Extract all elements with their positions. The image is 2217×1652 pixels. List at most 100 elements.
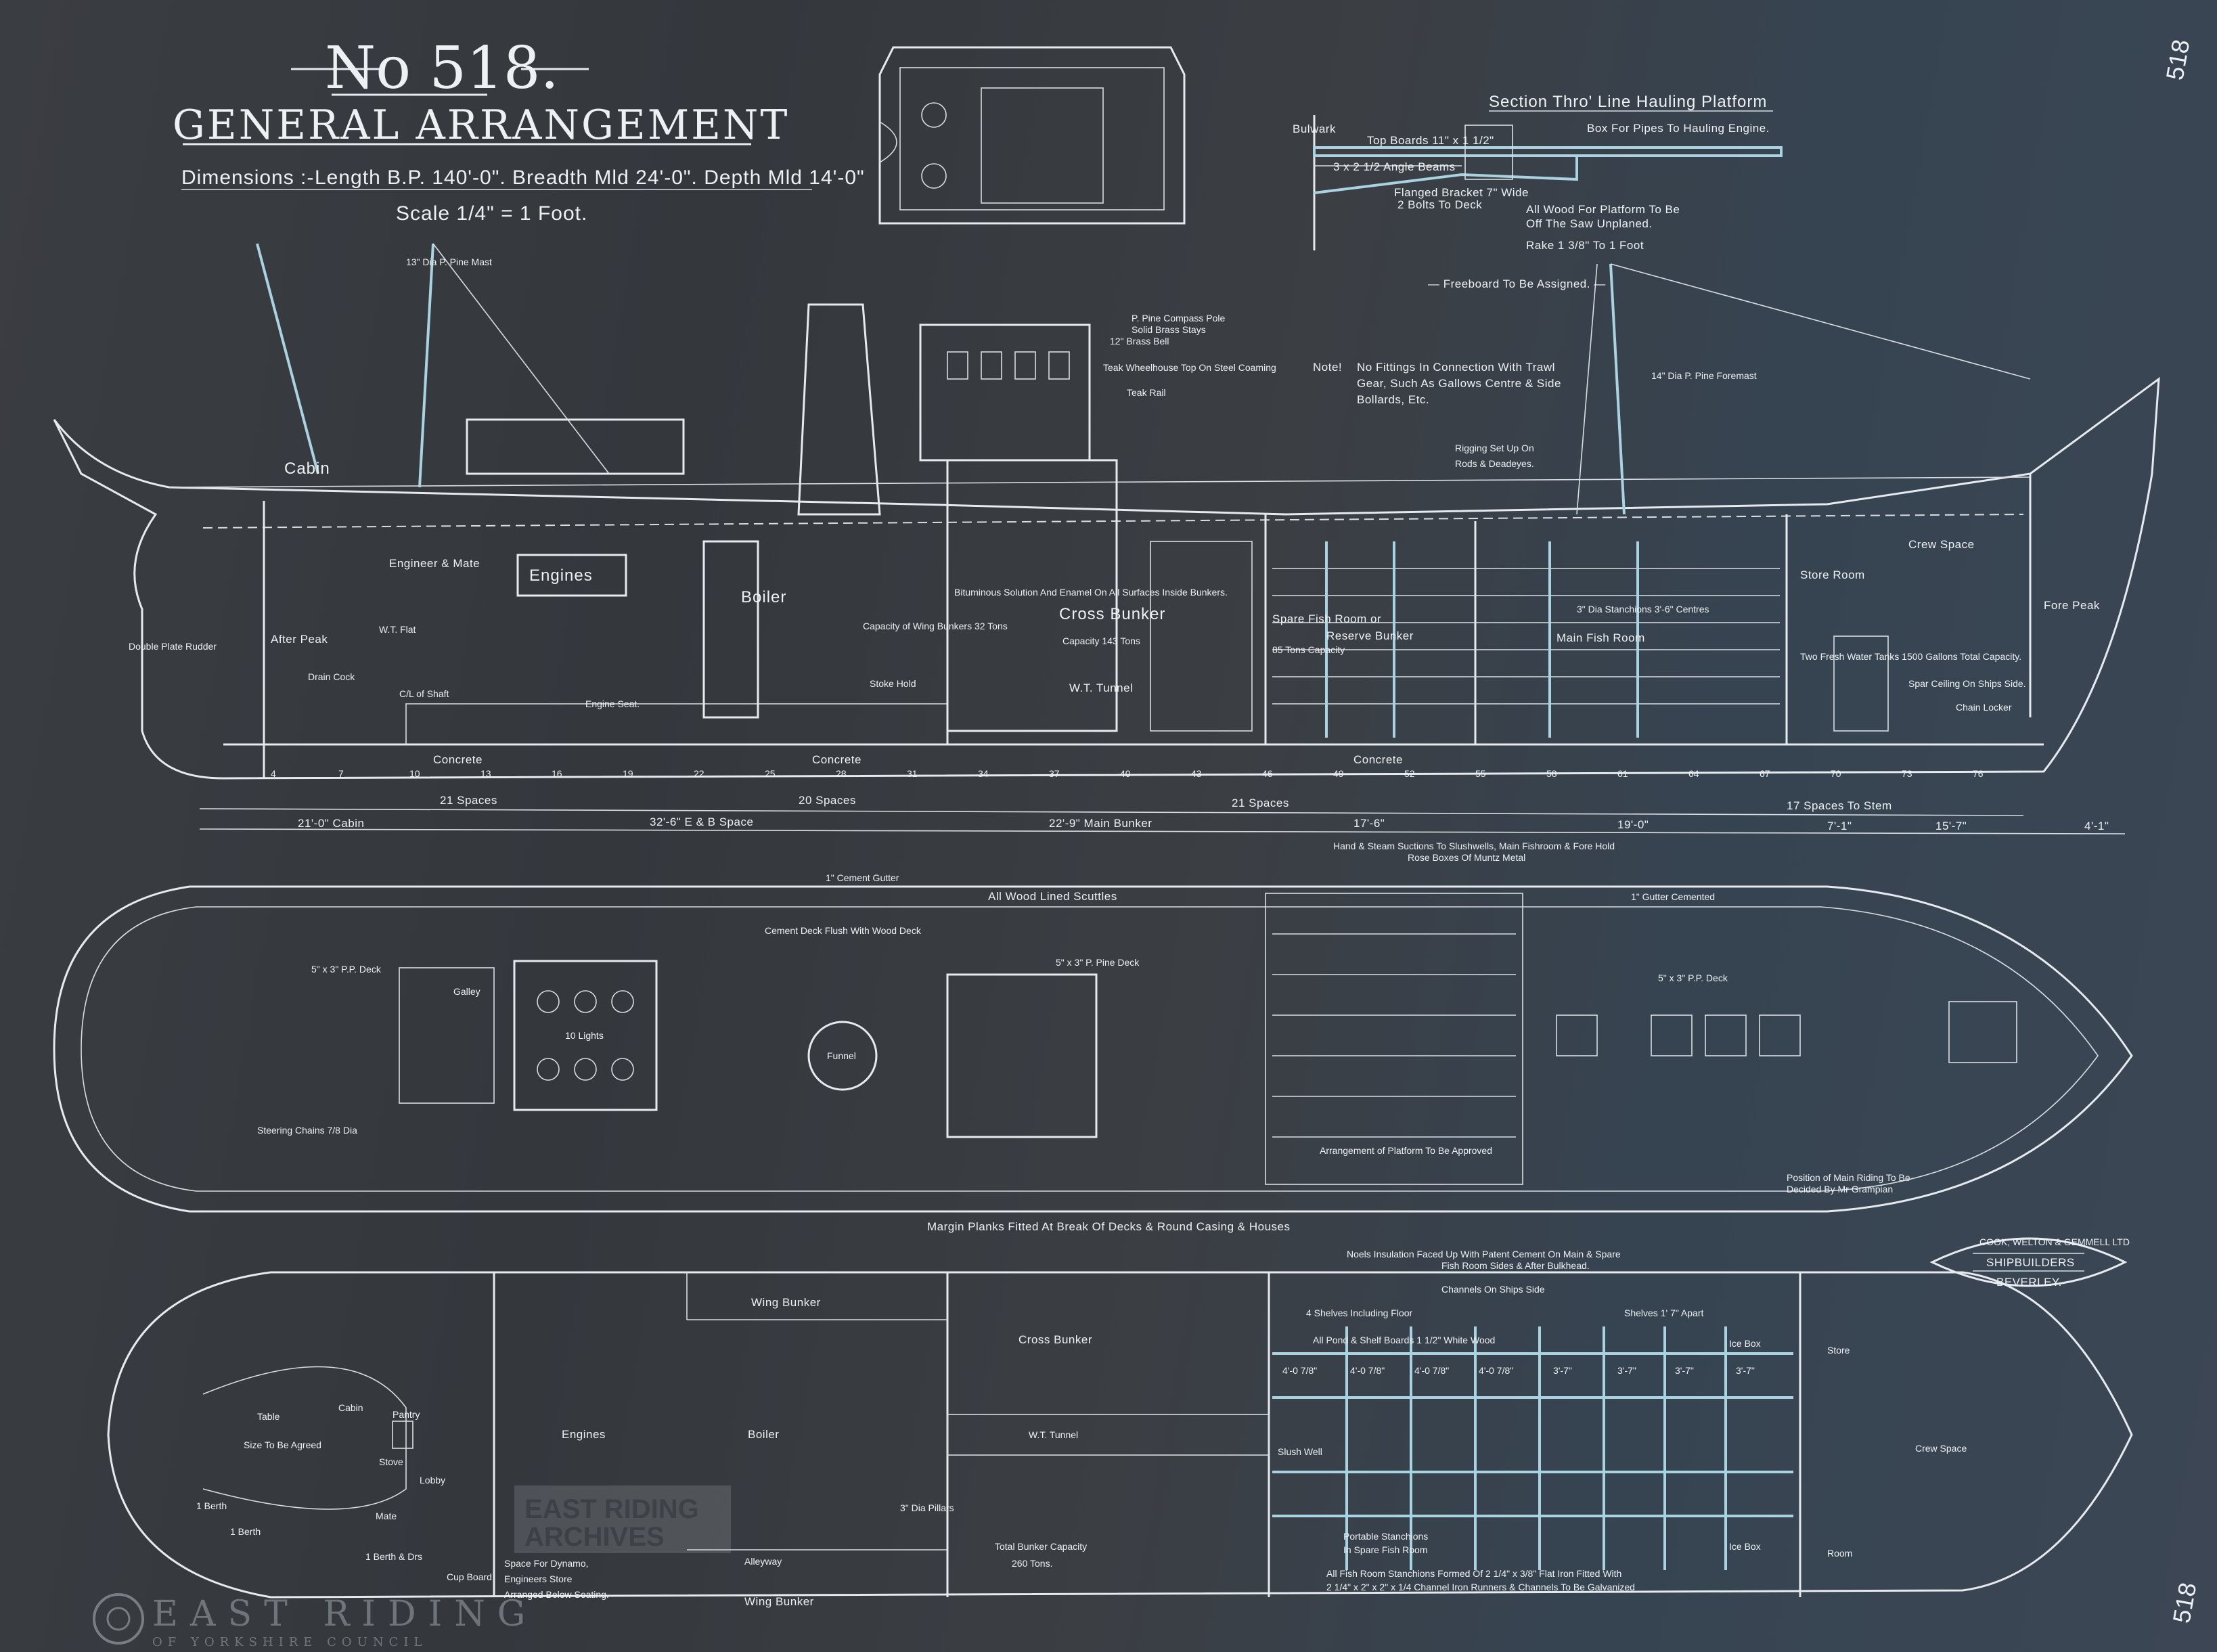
- archive-watermark-1: EAST RIDING: [524, 1494, 699, 1524]
- top-boards-label: Top Boards 11" x 1 1/2": [1367, 134, 1494, 147]
- berth-label: 1 Berth: [196, 1500, 227, 1511]
- frame-number: 61: [1617, 768, 1628, 779]
- ice-box-label-bottom: Ice Box: [1729, 1541, 1761, 1552]
- bay-width: 3'-7": [1553, 1365, 1572, 1376]
- gutter-cemented-label: 1" Gutter Cemented: [1631, 891, 1715, 902]
- length-label: 17'-6": [1353, 817, 1385, 830]
- bay-width: 4'-0 7/8": [1282, 1365, 1317, 1376]
- compass-pole-label: P. Pine Compass Pole: [1132, 313, 1225, 323]
- wt-flat-label: W.T. Flat: [379, 624, 416, 635]
- freeboard-note: — Freeboard To Be Assigned. —: [1428, 277, 1606, 290]
- wt-tunnel-label: W.T. Tunnel: [1069, 682, 1133, 694]
- builder-plate: COOK, WELTON & GEMMELL LTD SHIPBUILDERS …: [1929, 1236, 2130, 1289]
- margin-mark-bottom: 518: [2168, 1580, 2202, 1625]
- wheelhouse-top-label: Teak Wheelhouse Top On Steel Coaming: [1103, 362, 1276, 373]
- insulation-note-1: Noels Insulation Faced Up With Patent Ce…: [1347, 1249, 1621, 1259]
- boards-label: All Pond & Shelf Boards 1 1/2" White Woo…: [1313, 1335, 1495, 1345]
- fresh-water-label: Two Fresh Water Tanks 1500 Gallons Total…: [1800, 651, 2021, 662]
- galley-label: Galley: [453, 986, 480, 997]
- builder-town: BEVERLEY.: [1996, 1276, 2062, 1289]
- insulation-note-2: Fish Room Sides & After Bulkhead.: [1441, 1260, 1590, 1271]
- reserve-capacity-label: 85 Tons Capacity: [1272, 644, 1345, 655]
- bracket-label: Flanged Bracket 7" Wide: [1394, 186, 1529, 199]
- engine-seat-label: Engine Seat.: [585, 698, 640, 709]
- frame-number: 52: [1404, 768, 1415, 779]
- riding-note-2: Decided By Mr Grampian: [1787, 1184, 1893, 1195]
- frame-number: 25: [765, 768, 776, 779]
- table-label: Table: [257, 1411, 280, 1422]
- builder-name: COOK, WELTON & GEMMELL LTD: [1979, 1236, 2130, 1247]
- concrete-label-aft: Concrete: [433, 753, 483, 766]
- length-label: 22'-9" Main Bunker: [1049, 817, 1152, 830]
- table-size-label: Size To Be Agreed: [244, 1439, 321, 1450]
- frame-number: 7: [338, 768, 344, 779]
- crew-space-label: Crew Space: [1908, 538, 1975, 551]
- scuttles-label: All Wood Lined Scuttles: [988, 890, 1117, 903]
- length-label: 32'-6" E & B Space: [650, 816, 753, 828]
- rudder-label: Double Plate Rudder: [129, 641, 217, 652]
- teak-rail-label: Teak Rail: [1127, 387, 1166, 398]
- dynamo-note-2: Engineers Store: [504, 1573, 573, 1584]
- hold-cabin-label: Cabin: [338, 1402, 363, 1413]
- drain-cock-label: Drain Cock: [308, 671, 355, 682]
- hold-crew-space-label: Crew Space: [1915, 1443, 1967, 1454]
- archive-watermark-2: ARCHIVES: [524, 1522, 665, 1552]
- portable-stanchions-2: In Spare Fish Room: [1343, 1544, 1428, 1555]
- watermark-logo-text: EAST RIDING: [152, 1594, 537, 1634]
- bay-width: 3'-7": [1736, 1365, 1755, 1376]
- alleyway-label: Alleyway: [744, 1556, 782, 1567]
- box-pipes-label: Box For Pipes To Hauling Engine.: [1587, 122, 1770, 135]
- stanchions-label: 3" Dia Stanchions 3'-6" Centres: [1577, 604, 1709, 615]
- hold-cross-bunker-label: Cross Bunker: [1018, 1333, 1092, 1346]
- fish-room-shelves: [1272, 541, 1780, 738]
- frame-number: 64: [1688, 768, 1699, 779]
- cupboard-label: Cup Board: [447, 1571, 492, 1582]
- cement-gutter-label: 1" Cement Gutter: [826, 872, 899, 883]
- total-tons-label: 260 Tons.: [1012, 1558, 1052, 1569]
- frame-number: 4: [271, 768, 276, 779]
- engineer-mate-label: Engineer & Mate: [389, 557, 480, 570]
- shelves-label: 4 Shelves Including Floor: [1306, 1308, 1413, 1318]
- spaces-label: 21 Spaces: [440, 794, 497, 807]
- rose-logo-icon: [93, 1593, 144, 1645]
- frame-number: 28: [836, 768, 847, 779]
- frame-number: 43: [1191, 768, 1202, 779]
- hold-boiler-label: Boiler: [748, 1428, 779, 1441]
- length-label: 19'-0": [1617, 818, 1649, 831]
- slush-well-label: Slush Well: [1278, 1446, 1322, 1457]
- platform-note: Arrangement of Platform To Be Approved: [1320, 1145, 1492, 1156]
- brass-stays-label: Solid Brass Stays: [1132, 324, 1206, 335]
- scale-text: Scale 1/4" = 1 Foot.: [396, 202, 587, 225]
- concrete-label-fwd: Concrete: [1353, 753, 1403, 766]
- spaces-label: 17 Spaces To Stem: [1787, 799, 1892, 812]
- note-label: Note!: [1313, 361, 1342, 374]
- frame-number: 16: [552, 768, 562, 779]
- berth-drs-label: 1 Berth & Drs: [365, 1551, 422, 1562]
- reserve-bunker-label: Reserve Bunker: [1326, 629, 1414, 642]
- profile-elevation: Cabin Engineer & Mate Engines Boiler Aft…: [53, 243, 2160, 780]
- pine-deck-fwd-label: 5" x 3" P.P. Deck: [1658, 973, 1728, 983]
- pine-deck-mid-label: 5" x 3" P. Pine Deck: [1056, 957, 1140, 968]
- steering-chains-label: Steering Chains 7/8 Dia: [257, 1125, 357, 1136]
- drawing-title: GENERAL ARRANGEMENT: [173, 102, 789, 149]
- frame-number: 46: [1262, 768, 1273, 779]
- channel-note: 2 1/4" x 2" x 2" x 1/4 Channel Iron Runn…: [1326, 1582, 1635, 1592]
- dimensions-text: Length B.P. 140'-0". Breadth Mld 24'-0".…: [315, 166, 865, 189]
- bituminous-note: Bituminous Solution And Enamel On All Su…: [954, 587, 1228, 598]
- frame-number: 73: [1902, 768, 1912, 779]
- funnel-label: Funnel: [827, 1050, 856, 1061]
- note-line-1: No Fittings In Connection With Trawl: [1357, 361, 1555, 374]
- ice-box-label-top: Ice Box: [1729, 1338, 1761, 1349]
- length-label: 15'-7": [1935, 820, 1967, 832]
- frame-number: 67: [1760, 768, 1770, 779]
- main-fish-room-label: Main Fish Room: [1557, 631, 1645, 644]
- bay-width: 4'-0 7/8": [1350, 1365, 1385, 1376]
- boiler-label: Boiler: [741, 588, 786, 606]
- frame-number: 58: [1546, 768, 1557, 779]
- channels-label: Channels On Ships Side: [1441, 1284, 1545, 1295]
- frame-number: 13: [480, 768, 491, 779]
- shaft-label: C/L of Shaft: [399, 688, 449, 699]
- foremast-label: 14" Dia P. Pine Foremast: [1651, 370, 1757, 381]
- margin-mark-top: 518: [2161, 37, 2195, 82]
